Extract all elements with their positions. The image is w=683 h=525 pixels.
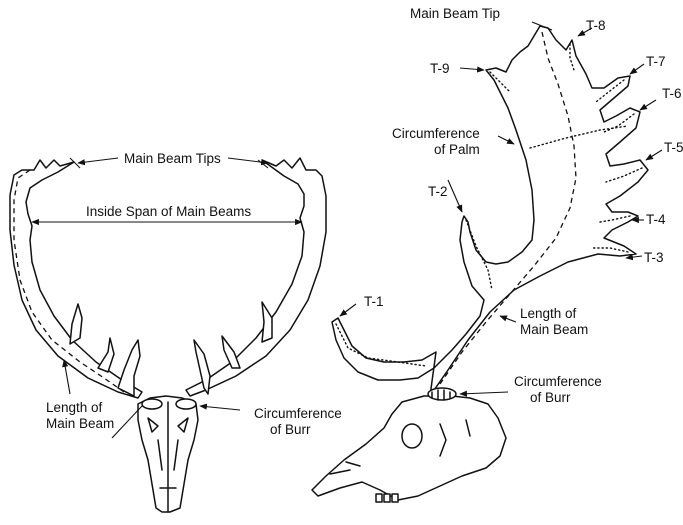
skull-teeth-b — [384, 494, 390, 502]
t1-pointer — [340, 304, 356, 316]
left-antler-left-beam — [10, 160, 142, 398]
t1-label: T-1 — [364, 294, 384, 309]
left-antler-left-inner-beam — [118, 340, 140, 396]
t4-label: T-4 — [646, 212, 666, 227]
main-beam-tip-label: Main Beam Tip — [410, 6, 500, 21]
t9-pointer — [460, 68, 484, 70]
left-burr-ring — [142, 399, 162, 409]
t2-pointer-real — [448, 180, 462, 212]
burr-pointer — [200, 406, 240, 410]
main-beam-tips-left-arrow — [78, 158, 118, 163]
right-burr-ring — [176, 399, 196, 409]
burr-label-2: of Burr — [270, 422, 311, 437]
right-burr-label-2: of Burr — [530, 390, 571, 405]
fallow-deer-side-view: Main Beam Tip T-8 T-9 T-7 T-6 T-5 T-4 T-… — [312, 6, 683, 502]
t8-label: T-8 — [586, 18, 606, 33]
palm-pointer — [498, 136, 514, 144]
burr-label-1: Circumference — [254, 406, 342, 421]
t9-label: T-9 — [430, 61, 450, 76]
t3-pointer — [626, 256, 642, 258]
left-antler-left-brow-tine — [98, 338, 114, 372]
palm-label-1: Circumference — [392, 126, 480, 141]
left-antler-left-bez-tine — [70, 304, 82, 344]
t5-label: T-5 — [664, 140, 683, 155]
red-deer-front-view: Main Beam Tips Inside Span of Main Beams… — [10, 151, 342, 512]
t2-label: T-2 — [428, 184, 448, 199]
length-of-beam-pointer — [64, 360, 70, 394]
left-antler-right-bez-tine — [262, 302, 272, 342]
t6-pointer — [640, 100, 656, 110]
length-beam-pointer — [500, 316, 516, 322]
right-length-label-2: Main Beam — [520, 322, 588, 337]
skull-teeth-c — [392, 494, 398, 502]
inside-span-label: Inside Span of Main Beams — [86, 204, 251, 219]
left-antler-right-brow-tine — [222, 336, 240, 368]
skull-eye-socket — [402, 424, 422, 448]
right-length-label-1: Length of — [520, 306, 577, 321]
palm-label-2: of Palm — [434, 142, 480, 157]
skull-teeth-a — [376, 494, 382, 502]
length-of-beam-label-2: Main Beam — [46, 416, 114, 431]
t5-pointer — [646, 150, 662, 160]
length-of-beam-label-1: Length of — [46, 400, 103, 415]
t7-pointer — [630, 64, 644, 74]
left-antler-right-beam — [186, 158, 326, 396]
t7-label: T-7 — [646, 54, 666, 69]
t6-label: T-6 — [662, 86, 682, 101]
palmated-antler — [332, 26, 648, 396]
main-beam-tips-label: Main Beam Tips — [124, 151, 221, 166]
right-burr-label-1: Circumference — [514, 374, 602, 389]
burr-measure-tick — [112, 406, 142, 438]
t3-label: T-3 — [644, 250, 664, 265]
burr-pointer-right — [460, 392, 508, 394]
